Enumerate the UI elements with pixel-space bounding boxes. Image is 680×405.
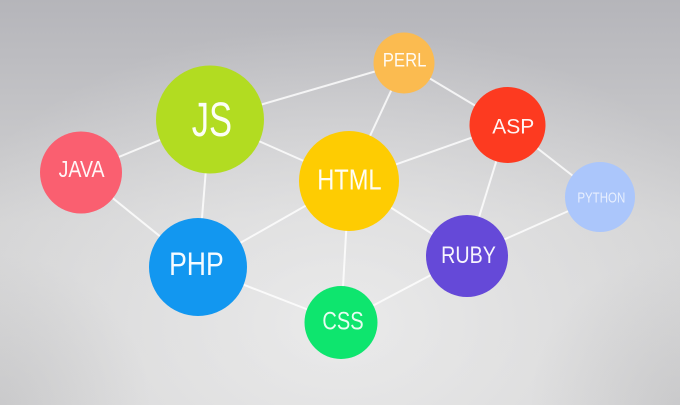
svg-text:JS: JS — [192, 92, 232, 146]
svg-text:JAVA: JAVA — [59, 157, 106, 183]
svg-text:HTML: HTML — [317, 164, 381, 197]
svg-text:RUBY: RUBY — [441, 241, 496, 268]
svg-text:PERL: PERL — [383, 49, 427, 70]
svg-text:CSS: CSS — [322, 306, 363, 335]
svg-text:PYTHON: PYTHON — [577, 189, 625, 206]
svg-text:ASP: ASP — [492, 114, 534, 138]
svg-text:PHP: PHP — [169, 247, 224, 283]
